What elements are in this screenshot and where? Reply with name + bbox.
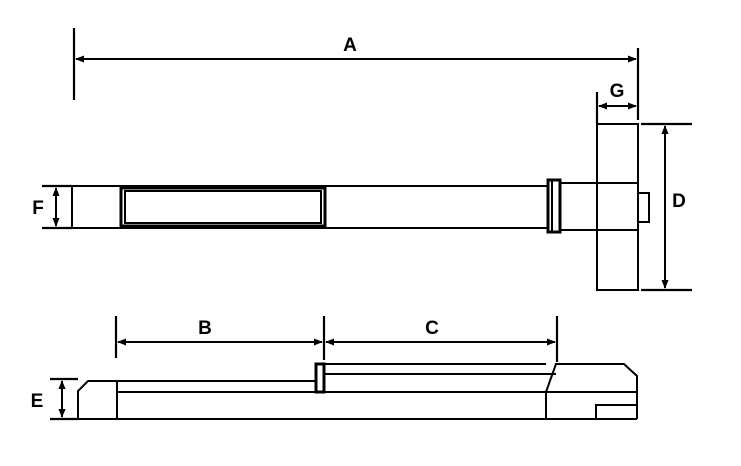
latch-plate (596, 123, 639, 291)
top-view (71, 123, 650, 291)
dimension-c-label: C (425, 318, 439, 339)
push-pad-inner (124, 190, 322, 224)
dimension-g-label: G (610, 81, 625, 102)
dimension-e: E (31, 377, 78, 421)
dimension-d: D (641, 122, 692, 292)
pushbar-end-block (314, 362, 326, 394)
side-view (77, 362, 638, 420)
latch-bolt (637, 192, 650, 223)
dimension-f: F (32, 184, 72, 230)
dimension-b-label: B (198, 318, 212, 339)
housing-latch-notch (595, 404, 637, 419)
push-pad (119, 186, 327, 228)
dimension-a-label: A (343, 35, 357, 56)
dimension-g: G (595, 81, 637, 124)
dimension-e-label: E (31, 391, 44, 412)
mechanism-housing (545, 363, 638, 419)
collar (546, 178, 562, 234)
dimension-d-label: D (672, 191, 686, 212)
dimension-f-label: F (32, 198, 44, 219)
mechanism-case (559, 182, 639, 231)
left-end-cap (77, 380, 117, 420)
dimension-b: B (114, 316, 326, 360)
dimension-c: C (325, 316, 559, 362)
dimension-a: A (72, 28, 640, 120)
